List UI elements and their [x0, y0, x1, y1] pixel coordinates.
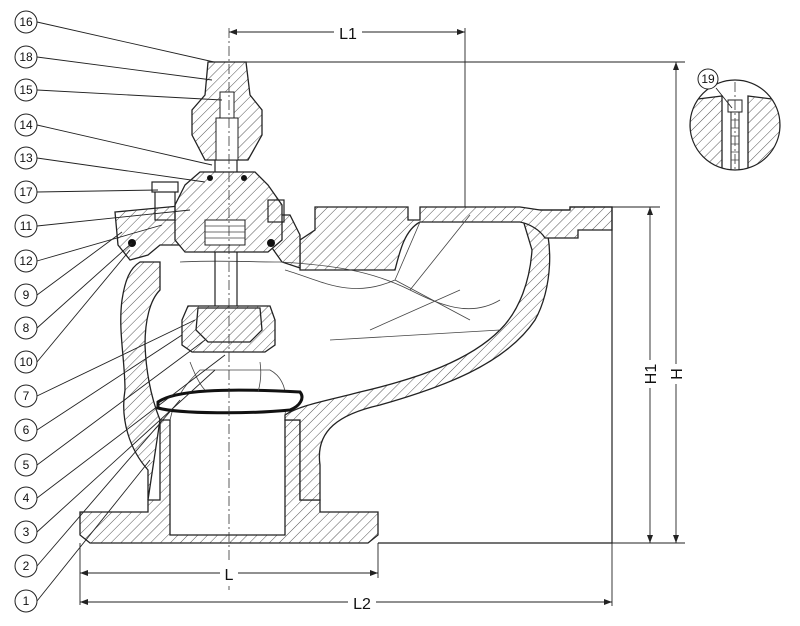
outlet-outline — [378, 206, 613, 544]
leader-line-1 — [36, 459, 151, 602]
bolt-right — [267, 199, 285, 223]
leader-line-16 — [36, 21, 215, 63]
balloon-label: 6 — [23, 423, 30, 437]
dim-l-label: L — [225, 567, 234, 584]
leader-line-4 — [36, 354, 226, 499]
balloon-7: 7 — [14, 384, 38, 408]
balloon-label: 17 — [19, 185, 33, 199]
balloon-12: 12 — [14, 249, 38, 273]
balloon-8: 8 — [14, 316, 38, 340]
balloon-label: 12 — [19, 254, 33, 268]
balloon-label: 10 — [19, 355, 33, 369]
balloon-label: 16 — [19, 15, 33, 29]
dim-l2-label: L2 — [353, 596, 371, 613]
leader-line-6 — [36, 334, 183, 431]
leader-line-17 — [36, 189, 159, 193]
balloon-label: 13 — [19, 151, 33, 165]
balloon-label: 2 — [23, 559, 30, 573]
valve-flap — [156, 388, 304, 415]
balloon-11: 11 — [14, 214, 38, 238]
dim-h-label: H — [669, 368, 686, 380]
balloon-9: 9 — [14, 283, 38, 307]
balloon-label: 1 — [23, 594, 30, 608]
balloon-label: 7 — [23, 389, 30, 403]
leader-line-11 — [36, 209, 191, 227]
balloon-15: 15 — [14, 78, 38, 102]
balloon-label: 14 — [19, 118, 33, 132]
leader-line-13 — [36, 157, 206, 183]
balloon-label: 5 — [23, 458, 30, 472]
balloon-4: 4 — [14, 486, 38, 510]
leader-line-8 — [36, 242, 133, 329]
balloon-19: 19 — [697, 68, 719, 90]
leader-line-2 — [36, 399, 181, 567]
balloon-6: 6 — [14, 418, 38, 442]
svg-text:19: 19 — [701, 72, 715, 86]
valve-body — [79, 61, 613, 544]
part-number-balloons: 16 18 15 14 13 17 11 12 9 8 10 7 6 5 4 3 2 1 — [14, 10, 226, 613]
leader-line-3 — [36, 369, 216, 533]
detail-view: 19 — [689, 68, 781, 171]
leader-line-9 — [36, 231, 123, 296]
balloon-label: 11 — [20, 219, 33, 233]
leader-line-14 — [36, 124, 213, 166]
dim-h1-label: H1 — [643, 364, 660, 385]
balloon-13: 13 — [14, 146, 38, 170]
balloon-label: 3 — [23, 525, 30, 539]
balloon-3: 3 — [14, 520, 38, 544]
leader-line-12 — [36, 224, 163, 262]
balloon-label: 15 — [19, 83, 33, 97]
balloon-17: 17 — [14, 180, 38, 204]
bonnet — [174, 171, 283, 253]
balloon-label: 9 — [23, 288, 30, 302]
leader-line-15 — [36, 89, 223, 101]
body-left-wall — [120, 261, 161, 501]
balloon-10: 10 — [14, 350, 38, 374]
balloon-5: 5 — [14, 453, 38, 477]
balloon-1: 1 — [14, 589, 38, 613]
leader-line-10 — [36, 249, 131, 363]
balloon-18: 18 — [14, 45, 38, 69]
balloon-16: 16 — [14, 10, 38, 34]
leader-line-7 — [36, 319, 196, 397]
balloon-14: 14 — [14, 113, 38, 137]
outlet-flange — [299, 206, 613, 271]
balloon-label: 8 — [23, 321, 30, 335]
leader-line-5 — [36, 339, 206, 466]
balloon-2: 2 — [14, 554, 38, 578]
balloon-label: 4 — [23, 491, 30, 505]
leader-line-18 — [36, 56, 213, 81]
dimensions: L1 L L2 H1 H — [79, 22, 686, 613]
dim-l1-label: L1 — [339, 26, 357, 43]
balloon-label: 18 — [19, 50, 33, 64]
